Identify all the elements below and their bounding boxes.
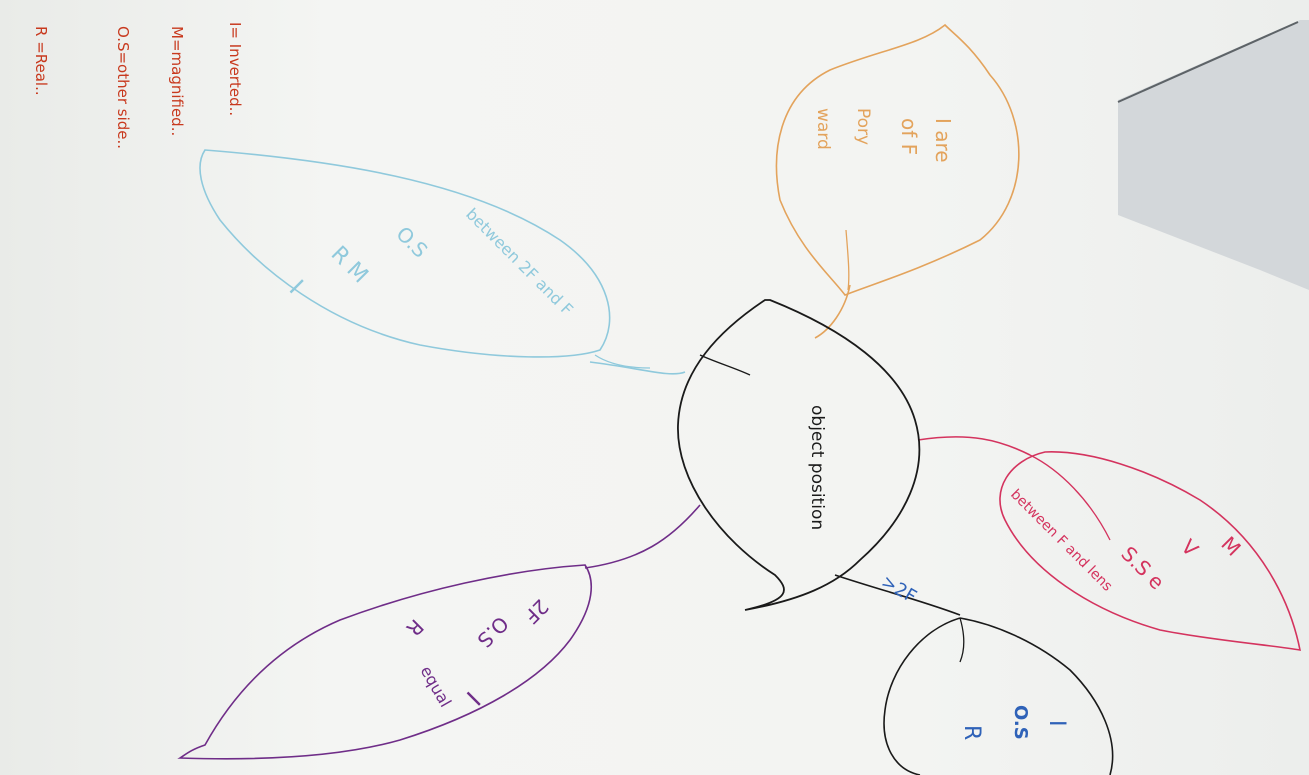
orange-leaf-text: I are of F Pory ward	[813, 108, 955, 163]
black-leaf	[883, 617, 1114, 775]
legend-other-side: O.S=other side..	[114, 26, 132, 149]
legend: I= Inverted.. M=magnified.. O.S=other si…	[32, 22, 244, 149]
purple-line-5: equal	[417, 663, 456, 711]
center-leaf-vein	[699, 354, 751, 376]
black-leaf-vein	[959, 617, 965, 663]
red-line-3: S.S e	[1116, 542, 1169, 595]
orange-line-2: of F	[897, 118, 921, 155]
blue-line-1: O.S	[391, 222, 432, 263]
legend-magnified: M=magnified..	[168, 26, 186, 136]
blue-leaf-stem	[594, 354, 651, 369]
black-line-1: I	[1044, 720, 1069, 727]
red-leaf-text: between F and lens M V S.S e	[1007, 487, 1245, 595]
blue-leaf	[199, 149, 611, 358]
red-leaf-vein	[1029, 454, 1111, 541]
red-title: between F and lens	[1007, 487, 1115, 595]
orange-line-4: ward	[813, 108, 833, 150]
purple-leaf-text: 2F O.S R I equal	[402, 594, 554, 710]
center-leaf	[677, 299, 921, 611]
red-line-2: V	[1176, 535, 1203, 562]
black-branch-label: >2F	[878, 571, 920, 608]
center-label: object position	[807, 405, 827, 530]
blue-leaf-text: between 2F and F O.S R M I	[284, 204, 577, 319]
black-connector	[834, 574, 961, 616]
purple-connector	[584, 504, 701, 569]
orange-connector	[814, 284, 851, 339]
page-corner-edge	[1117, 21, 1299, 103]
purple-leaf	[177, 564, 593, 760]
black-leaf-text: >2F I O.S R	[878, 571, 1070, 740]
purple-line-3: R	[402, 614, 429, 641]
legend-inverted: I= Inverted..	[226, 22, 244, 116]
purple-line-2: O.S	[472, 611, 513, 652]
orange-line-1: I are	[931, 118, 955, 163]
red-leaf	[999, 451, 1302, 651]
blue-line-2: R M	[326, 242, 373, 289]
purple-line-4: I	[461, 686, 486, 711]
black-line-3: R	[959, 725, 984, 740]
purple-line-1: 2F	[519, 594, 553, 628]
orange-line-3: Pory	[853, 108, 873, 145]
orange-leaf	[775, 23, 1020, 296]
page-corner-shadow	[1118, 20, 1309, 290]
blue-connector	[589, 361, 686, 375]
black-line-2: O.S	[1010, 705, 1031, 740]
blue-title: between 2F and F	[462, 204, 577, 319]
legend-real: R =Real..	[32, 26, 50, 96]
red-connector	[917, 436, 1031, 456]
orange-leaf-vein	[845, 229, 850, 291]
